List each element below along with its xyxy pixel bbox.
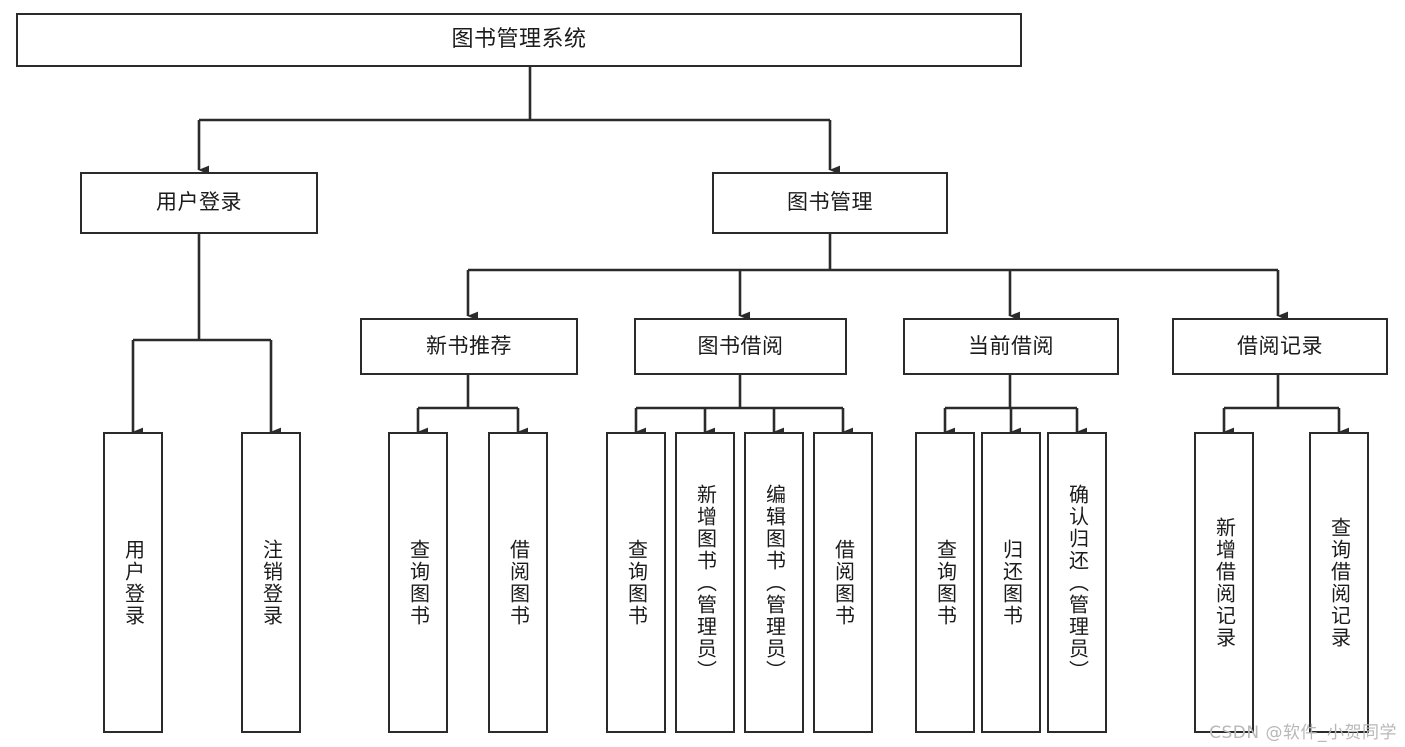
node-root-label: 图书管理系统 — [451, 26, 587, 52]
leaf-new-books-borrow[interactable]: 借阅图书 — [488, 432, 548, 733]
leaf-borrow-borrow-book[interactable]: 借阅图书 — [813, 432, 873, 733]
leaf-label: 借阅图书 — [831, 538, 856, 627]
node-book-management-label: 图书管理 — [787, 190, 873, 215]
leaf-label: 注销登录 — [259, 538, 284, 627]
node-borrow-records-label: 借阅记录 — [1237, 333, 1323, 358]
leaf-label: 新增图书（管理员） — [693, 483, 718, 682]
leaf-user-logout[interactable]: 注销登录 — [241, 432, 301, 733]
leaf-label: 查询图书 — [624, 538, 649, 627]
node-book-borrow-label: 图书借阅 — [697, 333, 784, 358]
node-current-borrow[interactable]: 当前借阅 — [903, 318, 1119, 375]
node-new-book-recommend[interactable]: 新书推荐 — [360, 318, 578, 375]
node-borrow-records[interactable]: 借阅记录 — [1172, 318, 1388, 375]
node-book-management[interactable]: 图书管理 — [712, 172, 948, 234]
leaf-borrow-edit-book[interactable]: 编辑图书（管理员） — [744, 432, 804, 733]
leaf-label: 查询图书 — [933, 538, 958, 627]
leaf-records-query[interactable]: 查询借阅记录 — [1309, 432, 1369, 733]
leaf-label: 借阅图书 — [506, 538, 531, 627]
node-book-borrow[interactable]: 图书借阅 — [634, 318, 847, 375]
leaf-current-return-book[interactable]: 归还图书 — [981, 432, 1041, 733]
leaf-current-query-book[interactable]: 查询图书 — [915, 432, 975, 733]
node-root[interactable]: 图书管理系统 — [16, 13, 1022, 67]
leaf-label: 确认归还（管理员） — [1065, 483, 1090, 682]
leaf-user-login[interactable]: 用户登录 — [103, 432, 163, 733]
leaf-label: 编辑图书（管理员） — [762, 483, 787, 682]
leaf-label: 查询借阅记录 — [1327, 516, 1352, 649]
node-user-login[interactable]: 用户登录 — [80, 172, 318, 234]
node-current-borrow-label: 当前借阅 — [968, 333, 1054, 358]
leaf-label: 查询图书 — [406, 538, 431, 627]
leaf-records-add[interactable]: 新增借阅记录 — [1194, 432, 1254, 733]
node-user-login-label: 用户登录 — [156, 190, 242, 215]
watermark: CSDN @软件_小贺同学 — [1209, 723, 1397, 743]
leaf-label: 新增借阅记录 — [1212, 516, 1237, 649]
leaf-borrow-add-book[interactable]: 新增图书（管理员） — [675, 432, 735, 733]
leaf-label: 用户登录 — [121, 538, 146, 627]
leaf-current-confirm-return[interactable]: 确认归还（管理员） — [1047, 432, 1107, 733]
leaf-new-books-query[interactable]: 查询图书 — [388, 432, 448, 733]
leaf-borrow-query-book[interactable]: 查询图书 — [606, 432, 666, 733]
node-new-book-recommend-label: 新书推荐 — [426, 333, 512, 358]
leaf-label: 归还图书 — [999, 538, 1024, 627]
